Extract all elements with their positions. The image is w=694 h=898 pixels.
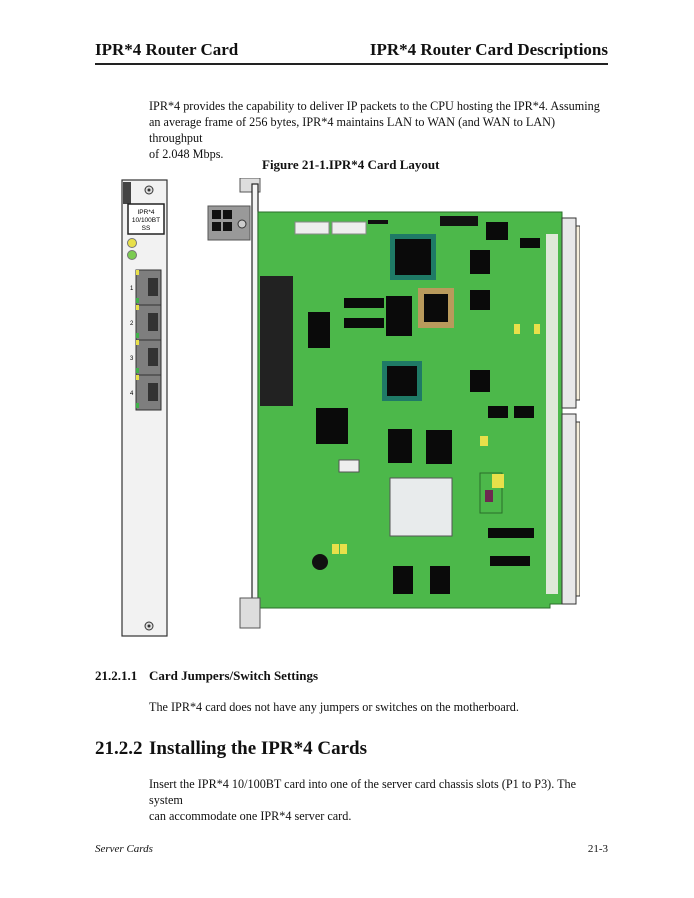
section-title: Installing the IPR*4 Cards — [149, 738, 367, 759]
intro-paragraph: IPR*4 provides the capability to deliver… — [149, 98, 611, 162]
faceplate: IPR*4 10/100BT SS 1 2 3 — [121, 179, 168, 637]
footer-left: Server Cards — [95, 843, 153, 855]
faceplate-label-line-3: SS — [142, 225, 151, 232]
section-number: 21.2.2 — [95, 738, 143, 759]
section-title: Card Jumpers/Switch Settings — [149, 668, 319, 683]
faceplate-label-line-1: IPR*4 — [138, 209, 155, 216]
intro-line-2: an average frame of 256 bytes, IPR*4 mai… — [149, 115, 556, 145]
rj45-port-2: 2 — [130, 304, 162, 341]
jumpers-paragraph: The IPR*4 card does not have any jumpers… — [149, 700, 519, 714]
status-led-green — [127, 250, 137, 260]
figure-title: Figure 21-1.IPR*4 Card Layout — [262, 157, 440, 172]
faceplate-label-box — [127, 203, 165, 235]
status-led-yellow — [127, 238, 137, 248]
backplane-connector-upper — [561, 217, 577, 409]
rj45-port-4: 4 — [130, 374, 162, 411]
port-number-3: 3 — [130, 356, 134, 362]
install-line-2: can accommodate one IPR*4 server card. — [149, 809, 352, 823]
page-number: 21-3 — [587, 843, 608, 855]
intro-line-1: IPR*4 provides the capability to deliver… — [149, 99, 600, 113]
install-paragraph: Insert the IPR*4 10/100BT card into one … — [149, 776, 611, 824]
port-number-4: 4 — [130, 391, 134, 397]
install-line-1: Insert the IPR*4 10/100BT card into one … — [149, 777, 577, 807]
page-header-right: IPR*4 Router Card Descriptions — [369, 40, 608, 59]
page-header-left: IPR*4 Router Card — [95, 40, 239, 59]
card-layout-figure: IPR*4 10/100BT SS 1 2 3 — [110, 177, 581, 638]
port-number-1: 1 — [130, 286, 134, 292]
heatsink — [389, 477, 453, 537]
section-heading-install: 21.2.2 Installing the IPR*4 Cards — [95, 738, 367, 760]
faceplate-label-line-2: 10/100BT — [132, 217, 160, 224]
circuit-board — [207, 177, 581, 629]
section-heading-jumpers: 21.2.1.1 Card Jumpers/Switch Settings — [95, 668, 318, 684]
section-number: 21.2.1.1 — [95, 668, 138, 683]
port-number-2: 2 — [130, 321, 134, 327]
header-rule — [95, 63, 608, 65]
backplane-connector-lower — [561, 413, 577, 605]
intro-line-3: of 2.048 Mbps. — [149, 147, 224, 161]
